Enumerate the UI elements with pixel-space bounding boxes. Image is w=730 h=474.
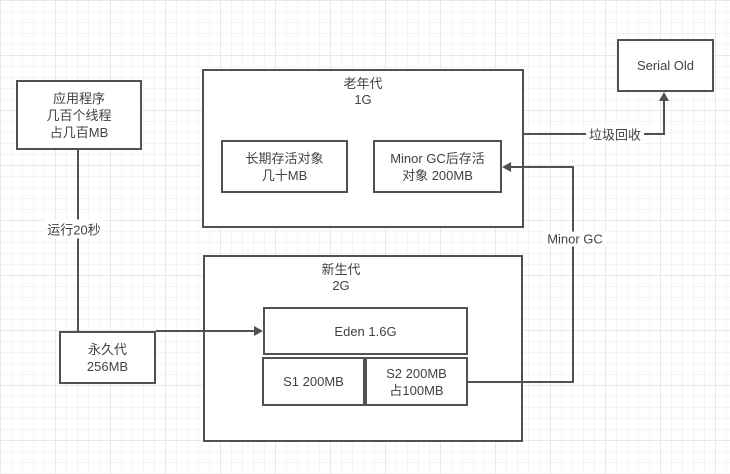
long-lived-line1: 长期存活对象 <box>245 150 324 166</box>
arrowhead-into-eden <box>254 326 263 336</box>
node-serial-old[interactable]: Serial Old <box>617 39 714 92</box>
minor-gc-survivor-line1: Minor GC后存活 <box>390 150 485 166</box>
minor-gc-survivor-line2: 对象 200MB <box>402 167 473 183</box>
node-minor-gc-survivor[interactable]: Minor GC后存活 对象 200MB <box>373 140 502 193</box>
edge-s2-to-survivor-vertical <box>572 166 574 383</box>
edge-perm-to-eden <box>156 330 255 332</box>
serial-old-label: Serial Old <box>636 58 695 73</box>
edge-label-garbage-collect: 垃圾回收 <box>585 124 645 144</box>
node-s1[interactable]: S1 200MB <box>262 357 365 406</box>
edge-label-run-20s: 运行20秒 <box>44 219 104 239</box>
long-lived-line2: 几十MB <box>261 167 308 183</box>
application-line2: 几百个线程 <box>46 107 112 123</box>
old-generation-title-line2: 1G <box>354 92 372 107</box>
application-line3: 占几百MB <box>49 124 109 140</box>
eden-label: Eden 1.6G <box>334 323 397 339</box>
arrowhead-into-minor-gc-survivor <box>502 162 511 172</box>
node-eden[interactable]: Eden 1.6G <box>263 307 468 355</box>
edge-s2-to-survivor-top <box>509 166 573 168</box>
arrowhead-into-serial-old <box>659 92 669 101</box>
edge-app-to-perm <box>77 150 79 332</box>
s1-label: S1 200MB <box>283 374 344 389</box>
s2-line1: S2 200MB <box>386 365 447 381</box>
perm-line1: 永久代 <box>87 341 127 357</box>
node-long-lived-objects[interactable]: 长期存活对象 几十MB <box>221 140 348 193</box>
old-generation-title: 老年代 1G <box>204 76 522 108</box>
new-generation-title-line2: 2G <box>332 278 350 293</box>
s2-line2: 占100MB <box>389 382 444 398</box>
application-line1: 应用程序 <box>52 90 105 106</box>
perm-line2: 256MB <box>86 358 129 374</box>
node-permanent-generation[interactable]: 永久代 256MB <box>59 331 156 384</box>
new-generation-title: 新生代 2G <box>205 262 477 294</box>
node-s2[interactable]: S2 200MB 占100MB <box>365 357 468 406</box>
new-generation-title-line1: 新生代 <box>321 262 361 277</box>
old-generation-title-line1: 老年代 <box>343 76 383 91</box>
node-application[interactable]: 应用程序 几百个线程 占几百MB <box>16 80 142 150</box>
edge-oldgen-to-serialold-v <box>663 99 665 135</box>
edge-label-minor-gc: Minor GC <box>544 231 606 247</box>
edge-s2-to-survivor-bottom <box>467 381 574 383</box>
